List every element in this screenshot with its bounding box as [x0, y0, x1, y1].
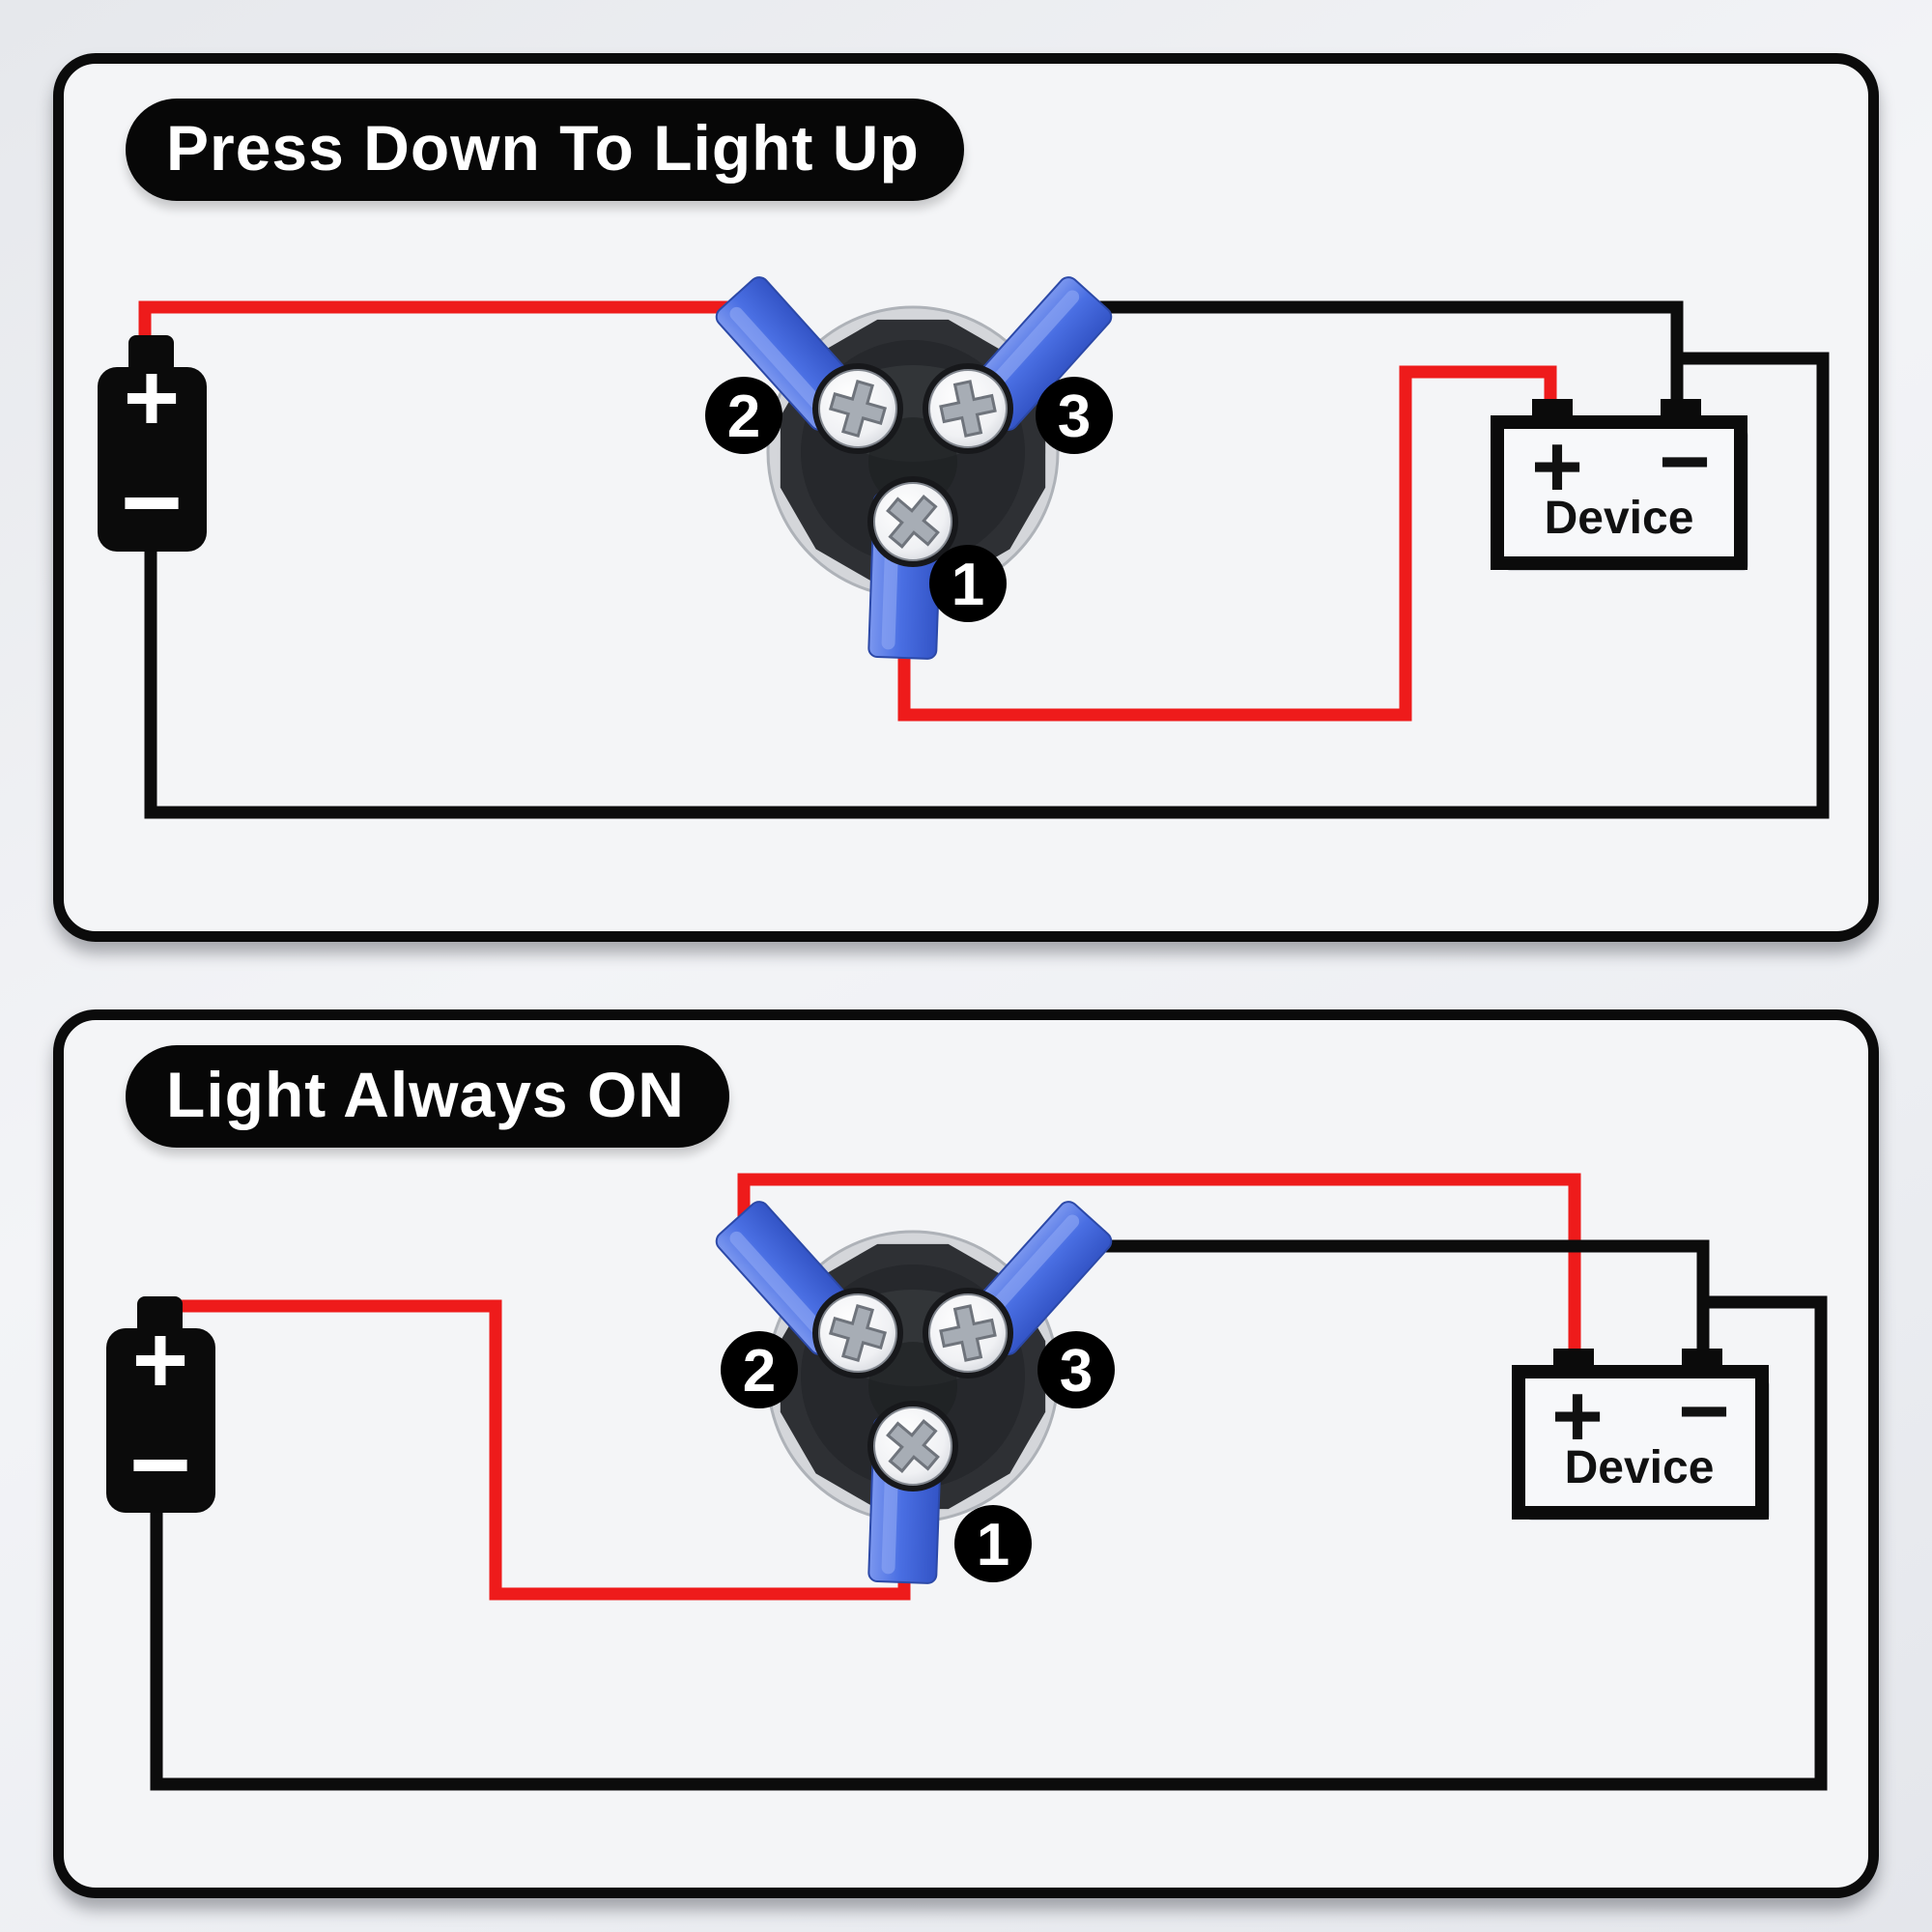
panel1-wires: [138, 300, 1830, 819]
push-button-switch-icon: [713, 273, 1116, 659]
battery-minus-symbol: −: [129, 1406, 191, 1524]
battery-icon: + −: [106, 1296, 215, 1524]
terminal-2-badge: 2: [721, 1331, 798, 1408]
battery-minus-symbol: −: [121, 443, 183, 562]
wire-battery-minus-ground-loop: [150, 1295, 1828, 1791]
device-plus-symbol: +: [1551, 1367, 1604, 1465]
panel-title: Light Always ON: [126, 1045, 729, 1148]
device-minus-symbol: −: [1659, 412, 1711, 511]
wire-terminal1-to-device-plus: [897, 365, 1557, 722]
terminal-1-badge: 1: [954, 1505, 1032, 1582]
svg-text:3: 3: [1060, 1338, 1093, 1405]
svg-text:2: 2: [727, 384, 760, 450]
wire-battery-minus-ground-loop: [144, 352, 1830, 819]
svg-text:1: 1: [952, 552, 984, 618]
battery-plus-symbol: +: [124, 344, 180, 452]
wire-terminal3-to-device-minus: [1080, 1239, 1710, 1354]
svg-text:3: 3: [1058, 384, 1091, 450]
battery-plus-symbol: +: [132, 1306, 188, 1414]
terminal-badges-panel1: 2 3 1: [705, 377, 1113, 622]
device-box-icon: + − Device: [1519, 1349, 1770, 1520]
panel2-wires: [150, 1173, 1828, 1791]
svg-text:1: 1: [977, 1512, 1009, 1578]
panel-title: Press Down To Light Up: [126, 99, 964, 201]
wire-terminal3-to-device-minus: [1076, 300, 1684, 402]
device-plus-symbol: +: [1531, 417, 1583, 516]
device-box-icon: + − Device: [1497, 399, 1748, 571]
device-minus-symbol: −: [1678, 1362, 1730, 1461]
wire-battery-plus-to-terminal1: [172, 1299, 911, 1601]
terminal-3-badge: 3: [1036, 377, 1113, 454]
wire-terminal2-to-device-plus: [737, 1173, 1581, 1354]
device-label: Device: [1565, 1442, 1715, 1493]
terminal-badges-panel2: 2 3 1: [721, 1331, 1115, 1582]
terminal-1-badge: 1: [929, 545, 1007, 622]
battery-icon: + −: [98, 335, 207, 562]
terminal-3-badge: 3: [1037, 1331, 1115, 1408]
device-label: Device: [1545, 493, 1694, 544]
terminal-2-badge: 2: [705, 377, 782, 454]
svg-text:2: 2: [743, 1338, 776, 1405]
wire-battery-plus-to-terminal2: [138, 300, 744, 344]
